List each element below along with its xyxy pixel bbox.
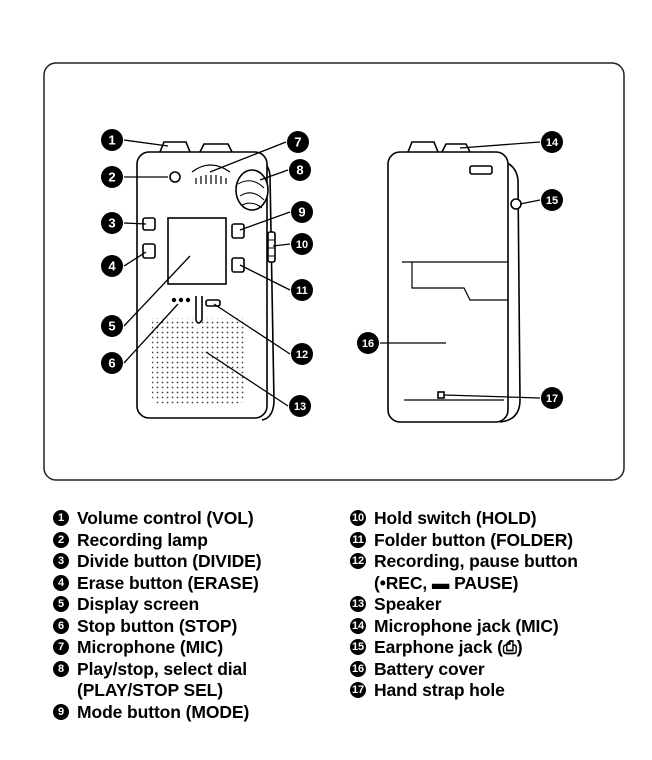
recording-lamp xyxy=(169,171,181,183)
callout-12: 12 xyxy=(291,343,313,365)
svg-text:1: 1 xyxy=(108,133,115,148)
callout-4: 4 xyxy=(101,255,123,277)
svg-text:13: 13 xyxy=(294,401,306,413)
legend-item: 14 Microphone jack (MIC) xyxy=(350,616,578,638)
diagram-frame xyxy=(43,62,625,481)
callout-13: 13 xyxy=(289,395,311,417)
legend-item: 16 Battery cover xyxy=(350,659,578,681)
svg-text:14: 14 xyxy=(546,137,559,149)
speaker-grille xyxy=(152,318,244,406)
legend-item: 7 Microphone (MIC) xyxy=(53,637,261,659)
legend-label: Hand strap hole xyxy=(374,680,505,700)
legend-number: 14 xyxy=(350,617,366,634)
svg-text:11: 11 xyxy=(296,285,308,297)
svg-text:16: 16 xyxy=(362,338,374,350)
play-stop-dial xyxy=(235,169,269,211)
legend-item: 8 Play/stop, select dial (PLAY/STOP SEL) xyxy=(53,659,261,702)
legend-label: Volume control (VOL) xyxy=(77,508,254,528)
callout-16: 16 xyxy=(357,332,379,354)
legend-number: 4 xyxy=(53,574,69,591)
svg-text:7: 7 xyxy=(294,135,301,150)
legend-item: 3 Divide button (DIVIDE) xyxy=(53,551,262,573)
legend-label: Battery cover xyxy=(374,658,485,679)
callout-17: 17 xyxy=(541,387,563,409)
battery-cover xyxy=(402,261,508,301)
svg-text:8: 8 xyxy=(296,163,303,178)
svg-text:17: 17 xyxy=(546,393,558,405)
legend-item: 15 Earphone jack (⎙) xyxy=(350,637,578,659)
legend-number: 6 xyxy=(53,617,69,634)
svg-text:6: 6 xyxy=(108,356,115,371)
svg-text:2: 2 xyxy=(108,170,115,185)
legend-item: 13 Speaker xyxy=(350,594,578,616)
callout-1: 1 xyxy=(101,129,123,151)
svg-text:15: 15 xyxy=(546,195,558,207)
legend-label: Microphone (MIC) xyxy=(77,637,224,657)
recorder-front-view xyxy=(136,141,276,421)
legend-label: Hold switch (HOLD) xyxy=(374,508,537,528)
callout-11: 11 xyxy=(291,279,313,301)
callout-7: 7 xyxy=(287,131,309,153)
callout-15: 15 xyxy=(541,189,563,211)
recorder-back-view xyxy=(387,141,522,423)
callout-2: 2 xyxy=(101,166,123,188)
callout-5: 5 xyxy=(101,315,123,337)
legend-item: 4 Erase button (ERASE) xyxy=(53,573,261,595)
legend-label: Recording, pause button (•REC, ▬ PAUSE) xyxy=(374,551,578,593)
legend-label: Recording lamp xyxy=(77,529,208,550)
legend-item: 1 Volume control (VOL) xyxy=(53,508,261,530)
callout-10: 10 xyxy=(291,233,313,255)
legend-label: Folder button (FOLDER) xyxy=(374,529,574,550)
legend-item: 12 Recording, pause button (•REC, ▬ PAUSE… xyxy=(350,551,578,594)
legend-item: 17 Hand strap hole xyxy=(350,680,578,702)
legend-number: 8 xyxy=(53,660,69,677)
legend-number: 11 xyxy=(350,531,366,548)
svg-text:4: 4 xyxy=(108,259,116,274)
legend-label: Earphone jack (⎙) xyxy=(374,637,523,657)
svg-text:3: 3 xyxy=(108,216,115,231)
legend-item: 2 Recording lamp xyxy=(53,530,261,552)
svg-text:10: 10 xyxy=(296,239,308,251)
legend-number: 10 xyxy=(350,510,366,526)
legend-number: 9 xyxy=(53,703,69,720)
legend-item: 10 Hold switch (HOLD) xyxy=(350,508,578,530)
display-screen xyxy=(167,217,227,285)
legend-number: 15 xyxy=(350,639,366,655)
legend-number: 13 xyxy=(350,596,366,612)
legend-number: 2 xyxy=(53,531,69,548)
callout-6: 6 xyxy=(101,352,123,374)
legend-item: 6 Stop button (STOP) xyxy=(53,616,261,638)
legend-label: Erase button (ERASE) xyxy=(77,572,259,593)
legend-number: 17 xyxy=(350,682,366,698)
legend-item: 11 Folder button (FOLDER) xyxy=(350,530,578,552)
callout-8: 8 xyxy=(289,159,311,181)
microphone-grille xyxy=(191,164,231,184)
svg-text:5: 5 xyxy=(108,319,115,334)
legend-number: 3 xyxy=(53,553,69,569)
callout-9: 9 xyxy=(291,201,313,223)
svg-text:9: 9 xyxy=(298,205,305,220)
legend-number: 16 xyxy=(350,660,366,677)
legend-label: Divide button (DIVIDE) xyxy=(77,551,262,571)
callout-3: 3 xyxy=(101,212,123,234)
legend-item: 9 Mode button (MODE) xyxy=(53,702,261,724)
legend-number: 1 xyxy=(53,510,69,526)
legend-item: 5 Display screen xyxy=(53,594,261,616)
svg-text:12: 12 xyxy=(296,349,308,361)
legend-label: Mode button (MODE) xyxy=(77,701,250,722)
legend-number: 5 xyxy=(53,596,69,612)
legend-number: 12 xyxy=(350,553,366,569)
device-diagram: 1 2 3 4 5 6 7 8 9 10 11 12 13 14 15 16 1… xyxy=(43,62,625,481)
legend-label: Play/stop, select dial (PLAY/STOP SEL) xyxy=(77,658,247,701)
legend-label: Display screen xyxy=(77,594,200,614)
legend-right-column: 10 Hold switch (HOLD) 11 Folder button (FO… xyxy=(350,508,578,702)
legend-number: 7 xyxy=(53,639,69,655)
leader-lines xyxy=(123,139,541,407)
legend-label: Microphone jack (MIC) xyxy=(374,615,559,636)
callout-14: 14 xyxy=(541,131,563,153)
legend-label: Speaker xyxy=(374,594,442,614)
legend-label: Stop button (STOP) xyxy=(77,615,238,636)
